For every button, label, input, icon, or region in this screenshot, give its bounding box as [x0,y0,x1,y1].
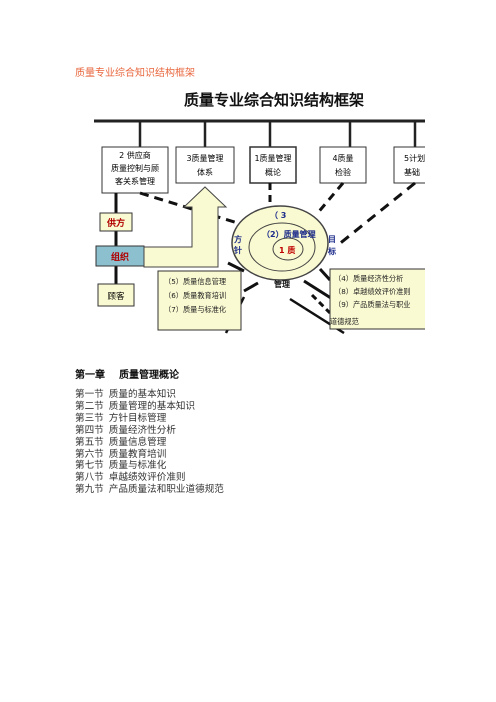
svg-text:（7）质量与标准化: （7）质量与标准化 [164,305,226,314]
svg-text:管理: 管理 [274,279,290,289]
section-item: 第三节方针目标管理 [75,412,167,424]
section-item: 第七节质量与标准化 [75,460,167,472]
section-item: 第九节产品质量法和职业道德规范 [75,484,224,496]
svg-text:标: 标 [327,246,336,256]
center-circles: （ 3 （2）质量管理 1 质 方 针 目 标 管理 [231,205,336,289]
svg-text:（8）卓越绩效评价准则: （8）卓越绩效评价准则 [334,287,410,296]
left-box-organization: 组织 [95,245,145,267]
svg-text:2 供应商: 2 供应商 [119,150,151,160]
svg-text:1 质: 1 质 [279,245,295,255]
svg-text:（2）质量管理: （2）质量管理 [262,229,316,239]
top-box-inspection: 4质量 检验 [319,146,367,184]
svg-text:（5）质量信息管理: （5）质量信息管理 [164,277,226,286]
left-box-customer: 顾客 [97,283,135,307]
lower-right-box: （4）质量经济性分析 （8）卓越绩效评价准则 （9）产品质量法与职业 道德规范 [329,268,425,330]
diagram-heading: 质量专业综合知识结构框架 [184,91,364,109]
svg-text:组织: 组织 [111,251,129,263]
svg-text:顾客: 顾客 [107,291,125,302]
left-box-supplier: 供方 [99,212,133,232]
top-box-overview: 1质量管理 概论 [249,146,297,184]
section-list: 第一节质量的基本知识 第二节质量管理的基本知识 第三节方针目标管理 第四节质量经… [75,389,224,496]
section-item: 第五节质量信息管理 [75,436,167,448]
section-item: 第八节卓越绩效评价准则 [75,472,186,484]
svg-text:3质量管理: 3质量管理 [186,153,223,163]
section-item: 第二节质量管理的基本知识 [75,400,196,412]
chapter-heading: 第一章 质量管理概论 [75,366,179,381]
svg-text:供方: 供方 [106,217,125,229]
knowledge-framework-diagram: 质量专业综合知识结构框架 2 供应商 质量控制与顾 客关系管理 3质量管理 体系… [94,85,425,334]
svg-text:体系: 体系 [197,167,213,177]
top-box-supplier: 2 供应商 质量控制与顾 客关系管理 [101,146,169,194]
chapter-title: 质量管理概论 [119,370,179,381]
svg-text:目: 目 [328,235,336,244]
section-item: 第六节质量教育培训 [75,448,167,460]
lower-left-box: （5）质量信息管理 （6）质量教育培训 （7）质量与标准化 [157,270,242,331]
svg-text:客关系管理: 客关系管理 [115,176,155,186]
svg-text:针: 针 [234,245,242,255]
section-item: 第一节质量的基本知识 [75,389,176,400]
top-box-qms: 3质量管理 体系 [175,146,235,184]
top-box-planning: 5计划 基础 [393,146,425,184]
svg-text:道德规范: 道德规范 [330,317,359,326]
svg-text:概论: 概论 [265,167,281,177]
svg-text:（4）质量经济性分析: （4）质量经济性分析 [334,274,403,283]
svg-text:（ 3: （ 3 [270,210,286,220]
chapter-label: 第一章 [75,370,105,381]
svg-text:4质量: 4质量 [332,153,353,163]
svg-text:基础: 基础 [404,167,420,177]
svg-text:质量控制与顾: 质量控制与顾 [111,163,159,173]
svg-text:方: 方 [234,234,242,244]
svg-text:（9）产品质量法与职业: （9）产品质量法与职业 [334,300,410,309]
svg-text:5计划: 5计划 [404,153,425,163]
section-item: 第四节质量经济性分析 [75,424,176,436]
svg-text:（6）质量教育培训: （6）质量教育培训 [164,291,226,300]
page-title: 质量专业综合知识结构框架 [75,68,195,79]
svg-text:检验: 检验 [335,167,351,177]
svg-text:1质量管理: 1质量管理 [254,153,291,163]
